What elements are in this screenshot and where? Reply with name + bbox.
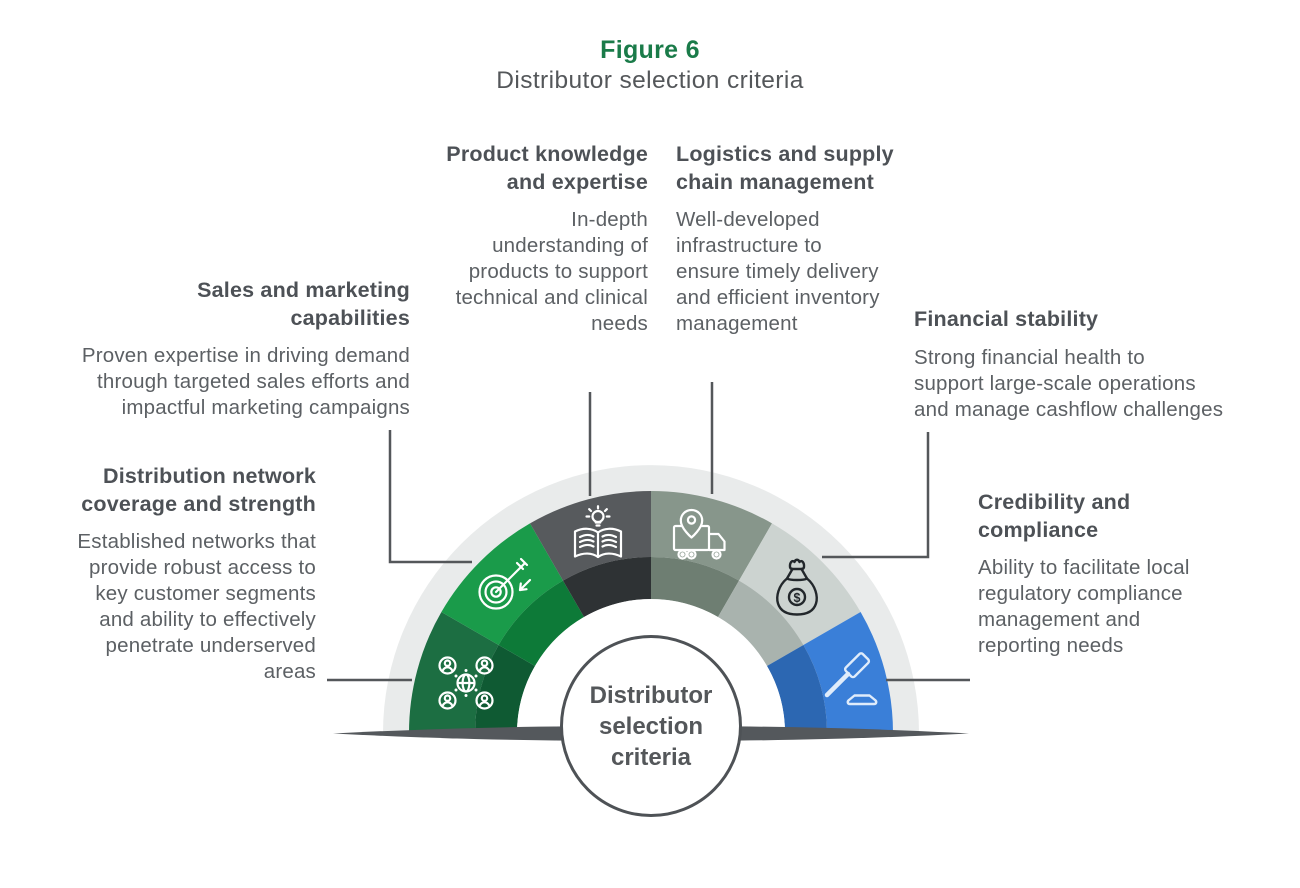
criterion-description: Strong financial health to support large… xyxy=(914,345,1224,421)
criterion-credibility: Credibility and compliance Ability to fa… xyxy=(978,489,1258,659)
criterion-financial: Financial stability Strong financial hea… xyxy=(914,306,1284,423)
connector-financial xyxy=(822,432,930,559)
connector-lines xyxy=(327,382,970,682)
criterion-description: Well-developed infrastructure to ensure … xyxy=(676,208,880,335)
criterion-heading: Financial stability xyxy=(914,307,1099,331)
segment-product-knowledge-inner xyxy=(563,557,651,617)
criterion-description: Ability to facilitate local regulatory c… xyxy=(978,556,1190,657)
criterion-sales-marketing: Sales and marketing capabilities Proven … xyxy=(10,277,410,421)
money-bag-icon: $ xyxy=(776,558,818,616)
criterion-description: Proven expertise in driving demand throu… xyxy=(81,344,410,419)
criterion-logistics: Logistics and supply chain management We… xyxy=(676,141,956,337)
figure-label: Figure 6 xyxy=(600,36,700,64)
criterion-description: Established networks that provide robust… xyxy=(77,530,316,683)
segment-sales-marketing-inner xyxy=(498,580,584,666)
figure-title: Distributor selection criteria xyxy=(496,67,804,94)
target-dart-icon xyxy=(478,557,532,610)
connector-sales-marketing xyxy=(388,430,472,564)
center-circle-label: Distributor selection criteria xyxy=(589,681,713,771)
segment-credibility-inner xyxy=(767,645,827,733)
criterion-heading: Product knowledge and expertise xyxy=(446,142,648,194)
truck-location-pin-icon xyxy=(672,508,726,560)
center-circle: Distributor selection criteria xyxy=(560,635,742,817)
criterion-heading: Credibility and compliance xyxy=(978,490,1131,542)
criterion-heading: Distribution network coverage and streng… xyxy=(81,464,316,516)
segment-distribution-network-inner xyxy=(475,645,535,733)
book-lightbulb-icon xyxy=(573,505,623,559)
network-people-icon xyxy=(438,656,494,710)
gavel-icon xyxy=(824,652,878,706)
criterion-description: In-depth understanding of products to su… xyxy=(455,208,648,335)
segment-financial-inner xyxy=(718,580,804,666)
segment-logistics-inner xyxy=(651,557,739,617)
criterion-heading: Logistics and supply chain management xyxy=(676,142,894,194)
segment-financial xyxy=(739,523,861,645)
criterion-product-knowledge: Product knowledge and expertise In-depth… xyxy=(368,141,648,337)
criterion-distribution-network: Distribution network coverage and streng… xyxy=(16,463,316,685)
criterion-heading: Sales and marketing capabilities xyxy=(197,278,410,330)
dollar-sign: $ xyxy=(794,591,801,605)
